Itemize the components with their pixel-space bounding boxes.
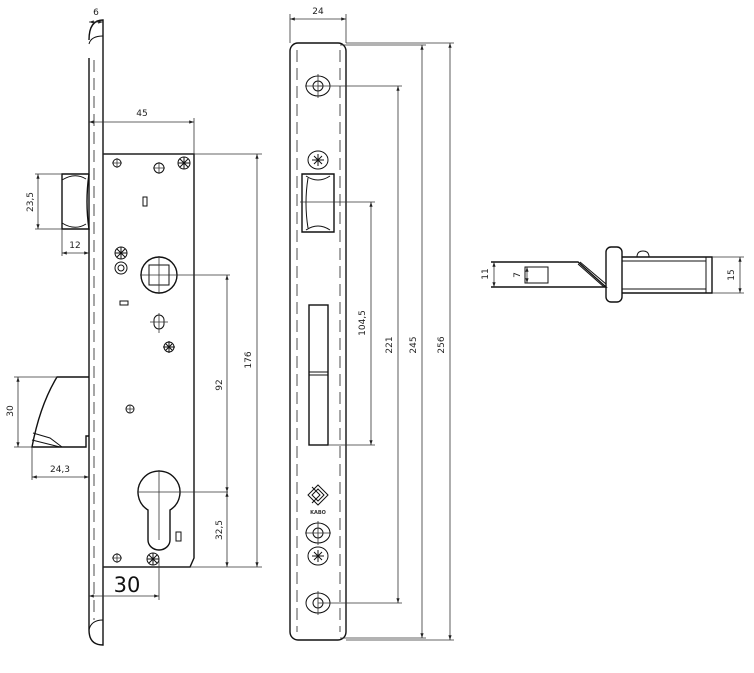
side-view: 11 7 15 — [481, 246, 744, 303]
logo-text: KABO — [310, 510, 326, 516]
faceplate-view: KABO 24 104,5 221 245 256 — [289, 7, 454, 641]
faceplate-dimensions: 24 104,5 221 245 256 — [289, 7, 454, 641]
screw-holes — [112, 156, 191, 566]
latch — [61, 173, 90, 230]
side-body — [622, 256, 713, 294]
front-view: 6 45 23,5 12 30 24,3 30 176 92 — [6, 8, 262, 646]
dim-latch-projection: 12 — [69, 241, 80, 251]
deadbolt-hook — [31, 432, 63, 448]
side-latch — [491, 261, 608, 288]
side-latch-detail — [524, 261, 607, 288]
dim-bolt-projection: 24,3 — [50, 465, 70, 475]
dim-screw-spacing: 221 — [385, 336, 395, 353]
dim-case-height: 176 — [244, 351, 254, 368]
dim-side-latch-height: 11 — [481, 268, 491, 279]
deadbolt — [31, 376, 89, 448]
latch-opening — [301, 173, 335, 233]
lock-case — [103, 153, 195, 568]
dim-latch-to-bolt: 104,5 — [358, 310, 368, 336]
dim-side-latch-inner: 7 — [513, 272, 523, 278]
faceplate-top-arc — [88, 35, 104, 45]
dim-bolt-height: 30 — [6, 405, 16, 417]
latch-opening-detail — [305, 175, 331, 231]
latch-curve — [61, 175, 87, 228]
cylinder-hole — [137, 470, 228, 551]
dim-plate-width: 24 — [312, 7, 324, 17]
dim-backset: 30 — [114, 573, 141, 597]
dim-plate-inner: 245 — [409, 336, 419, 353]
dim-cylinder-to-bottom: 32,5 — [215, 520, 225, 540]
faceplate — [88, 19, 104, 646]
dim-handle-to-cylinder: 92 — [215, 379, 225, 390]
front-dimensions: 6 45 23,5 12 30 24,3 30 176 92 — [6, 8, 262, 600]
side-body-tab — [636, 250, 650, 258]
dim-plate-length: 256 — [437, 336, 447, 353]
dim-latch-height: 23,5 — [26, 192, 36, 212]
faceplate-bottom-arc — [88, 619, 104, 631]
dim-side-body-height: 15 — [727, 269, 737, 280]
dim-faceplate-width: 6 — [93, 8, 99, 18]
dim-case-depth: 45 — [136, 109, 147, 119]
faceplate-outline — [289, 42, 347, 641]
spindle-hole — [140, 256, 178, 294]
side-dimensions: 11 7 15 — [481, 256, 744, 294]
side-faceplate — [605, 246, 623, 303]
kabo-logo: KABO — [307, 484, 329, 516]
